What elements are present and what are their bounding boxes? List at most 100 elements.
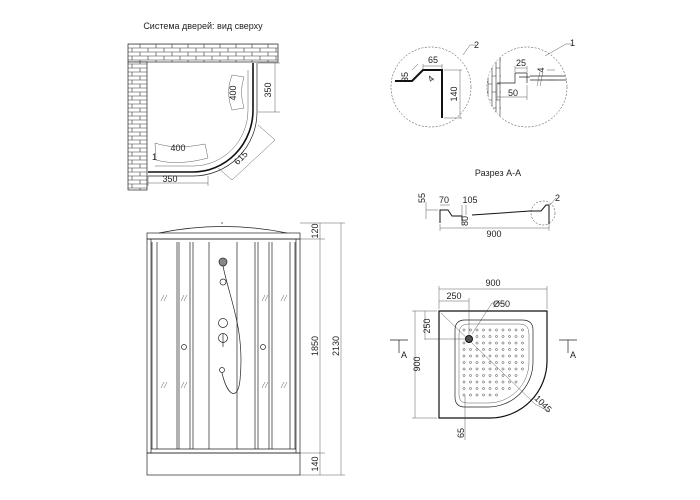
elevation-dim-top: 120 [310,223,320,238]
detail-2-dim-c: 4 [426,74,437,85]
dim-door-horizontal: 350 [162,174,177,184]
dim-arc-vertical: 400 [228,85,238,100]
anti-slip-dot [475,328,479,332]
glass-mark [180,294,188,302]
anti-slip-dot [462,354,466,358]
anti-slip-dot [488,348,492,351]
anti-slip-dot [482,393,485,397]
anti-slip-dot [462,341,466,345]
anti-slip-dot [469,328,472,332]
right-door-handle [260,344,266,350]
glass-mark [261,381,269,389]
glass-mark [280,381,288,389]
anti-slip-dot [488,387,492,390]
anti-slip-dot [462,367,466,371]
detail-1: 1 25 4 50 [486,38,575,128]
anti-slip-dot [495,387,498,390]
anti-slip-dot [482,367,485,371]
anti-slip-dot [508,354,511,358]
anti-slip-dot [495,341,498,345]
anti-slip-dot [469,354,472,358]
anti-slip-dot [462,393,466,397]
anti-slip-dot [495,348,498,351]
anti-slip-dot [475,380,479,384]
anti-slip-dot [495,354,498,358]
anti-slip-dot [482,380,485,384]
anti-slip-dot [508,387,511,390]
anti-slip-dot [495,367,498,371]
anti-slip-dot [508,361,511,364]
anti-slip-dot [475,354,479,358]
section-mark-right: A [570,350,576,360]
anti-slip-dot [462,380,466,384]
elevation-dim-total: 2130 [331,336,341,356]
anti-slip-dot [488,328,492,332]
anti-slip-dot [501,354,505,358]
anti-slip-dot [514,335,518,338]
cabin-front-elevation: 120 1850 140 2130 [146,222,345,476]
section-dim-h: 55 [417,193,427,203]
glass-mark [160,381,168,389]
anti-slip-dot [469,380,472,384]
anti-slip-dot [482,354,485,358]
section-mark-left: A [401,350,407,360]
section-callout: 2 [555,193,560,203]
dim-door-vertical: 350 [263,82,273,97]
anti-slip-dot [488,367,492,371]
shower-fixtures [218,257,242,394]
detail-2: 2 35 65 4 140 [390,40,479,128]
anti-slip-dot [495,374,498,377]
anti-slip-dot [482,387,485,390]
tray-dim-rim: 65 [456,428,466,438]
tray-dim-width: 900 [485,278,500,288]
anti-slip-dot [514,348,518,351]
tray-dim-drain: Ø50 [493,299,510,309]
anti-slip-dot [482,374,485,377]
anti-slip-dot [462,348,466,351]
anti-slip-dot [521,361,524,364]
anti-slip-dot [475,361,479,364]
drain-hole [465,335,473,343]
anti-slip-dot [514,380,518,384]
anti-slip-dot [495,380,498,384]
plan-title: Система дверей: вид сверху [143,21,263,31]
anti-slip-dot [475,393,479,397]
anti-slip-dot [508,341,511,345]
anti-slip-dot [462,374,466,377]
anti-slip-dot [501,335,505,338]
tray-dim-height: 900 [412,356,422,371]
section-dim-a: 70 [439,195,449,205]
anti-slip-dot [462,328,466,332]
anti-slip-dot [469,387,472,390]
anti-slip-dot [514,374,518,377]
anti-slip-dot [482,361,485,364]
detail-1-dim-b: 4 [536,67,546,72]
elevation-dim-tray: 140 [310,456,320,471]
anti-slip-dot [495,393,498,397]
anti-slip-dot [514,341,518,345]
tray-dim-diagonal: 1045 [533,393,554,414]
anti-slip-dot [488,361,492,364]
anti-slip-dot [501,328,505,332]
anti-slip-dot [488,380,492,384]
tray-dim-drain-x: 250 [446,291,461,301]
glass-mark [160,294,168,302]
anti-slip-dot [475,348,479,351]
glass-mark [280,294,288,302]
anti-slip-dot [475,374,479,377]
anti-slip-dot [501,361,505,364]
anti-slip-dot [508,348,511,351]
anti-slip-dot [501,341,505,345]
anti-slip-dot [508,335,511,338]
anti-slip-dot [514,328,518,332]
elevation-dim-body: 1850 [310,336,320,356]
section-dim-b: 105 [462,195,477,205]
anti-slip-dot [475,335,479,338]
anti-slip-dot [488,335,492,338]
anti-slip-dot [495,335,498,338]
dim-diagonal: 615 [232,149,250,167]
anti-slip-dot [501,380,505,384]
anti-slip-dot [521,354,524,358]
